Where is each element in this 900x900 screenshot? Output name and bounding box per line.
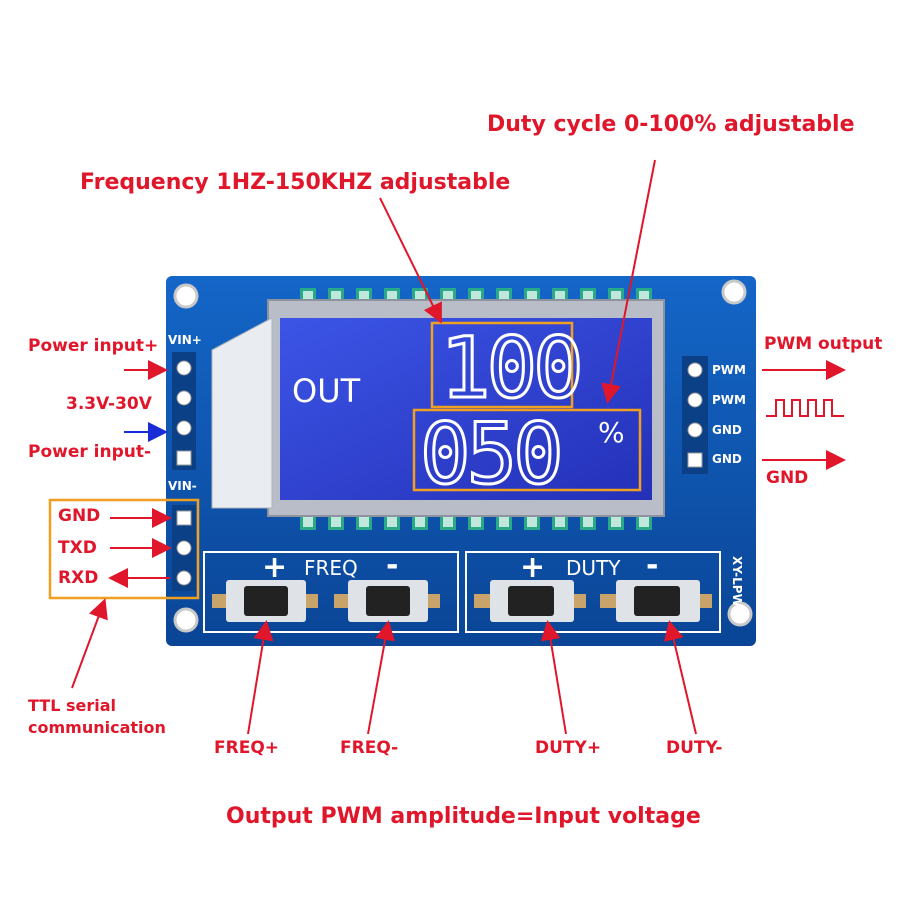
duty-minus-label: DUTY- [666,738,723,758]
lcd-pin-highlight [639,291,649,303]
freq-minus-button [334,580,440,622]
lcd-pin-highlight [331,291,341,303]
duty-minus-button [600,580,712,622]
freq-group-silkscreen: FREQ [304,556,358,580]
gnd-pin-2-silkscreen: GND [712,452,742,466]
mount-hole [727,601,753,627]
lcd-pin-highlight [527,291,537,303]
lcd-pin-highlight [555,515,565,527]
duty-minus-sign: - [646,548,659,583]
lcd-pin-highlight [611,515,621,527]
lcd-pin-highlight [359,291,369,303]
gnd-serial-label: GND [58,506,101,526]
lcd-pin-highlight [471,291,481,303]
freq-plus-sign: + [262,550,288,585]
model-silkscreen: XY-LPWM [730,556,744,619]
lcd-pin-highlight [331,515,341,527]
power-input-plus-label: Power input+ [28,336,159,356]
freq-plus-button [212,580,318,622]
vin-minus-silkscreen: VIN- [168,479,197,493]
freq-arrow [379,197,442,324]
ttl-arrow [71,598,108,689]
lcd-pin-highlight [471,515,481,527]
lcd-pin-highlight [499,515,509,527]
gnd-output-label: GND [766,468,809,488]
duty-plus-sign: + [520,550,546,585]
lcd-pin-highlight [527,515,537,527]
lcd-pin-highlight [359,515,369,527]
lcd-pin-highlight [387,515,397,527]
mount-hole [173,283,199,309]
freq-minus-arrow [367,620,395,735]
freq-minus-label: FREQ- [340,738,399,758]
duty-minus-arrow [663,620,697,735]
pwm-pin-1-silkscreen: PWM [712,363,746,377]
lcd-pin-highlight [415,515,425,527]
pwm-output-label: PWM output [764,334,883,354]
lcd-pin-highlight [583,291,593,303]
lcd-pin-highlight [555,291,565,303]
ttl-serial-label-line1: TTL serial [28,696,116,715]
duty-plus-arrow [540,620,567,735]
duty-plus-label: DUTY+ [535,738,602,758]
lcd-pin-highlight [583,515,593,527]
pwm-square-wave-icon [766,399,844,417]
mount-hole [721,279,747,305]
txd-label: TXD [58,538,97,558]
duty-highlight-box [412,408,642,492]
lcd-pin-highlight [443,515,453,527]
serial-highlight-box [48,498,200,600]
voltage-range-label: 3.3V-30V [66,394,152,414]
lcd-pin-highlight [303,515,313,527]
lcd-pin-highlight [387,291,397,303]
mount-hole [173,607,199,633]
lcd-pin-highlight [611,291,621,303]
serial-pin-header [172,505,196,591]
duty-arrow [601,159,656,404]
output-pin-header [682,356,708,474]
pwm-pin-2-silkscreen: PWM [712,393,746,407]
ttl-serial-label-line2: communication [28,718,166,737]
rxd-label: RXD [58,568,99,588]
lcd-pin-highlight [443,291,453,303]
lcd-duty-value: 050 [419,405,566,503]
lcd-side-tab [211,317,273,509]
frequency-highlight-box [430,321,574,409]
lcd-frequency-value: 100 [439,319,586,417]
lcd-pin-highlight [639,515,649,527]
vin-pin-header [172,352,196,470]
freq-button-group [203,551,459,633]
lcd-pin-highlight [499,291,509,303]
power-input-minus-label: Power input- [28,442,152,462]
duty-button-group [465,551,721,633]
duty-group-silkscreen: DUTY [566,556,621,580]
lcd-out-label: OUT [292,372,361,410]
gnd-pin-1-silkscreen: GND [712,423,742,437]
freq-minus-sign: - [386,548,399,583]
lcd-percent-sign: % [598,416,625,449]
freq-plus-label: FREQ+ [214,738,280,758]
duty-cycle-title: Duty cycle 0-100% adjustable [487,112,855,137]
freq-plus-arrow [247,620,274,735]
duty-plus-button [474,580,586,622]
lcd-pin-highlight [303,291,313,303]
frequency-title: Frequency 1HZ-150KHZ adjustable [80,170,511,195]
vin-plus-silkscreen: VIN+ [168,333,202,347]
lcd-pin-highlight [415,291,425,303]
footer-note: Output PWM amplitude=Input voltage [226,804,701,829]
